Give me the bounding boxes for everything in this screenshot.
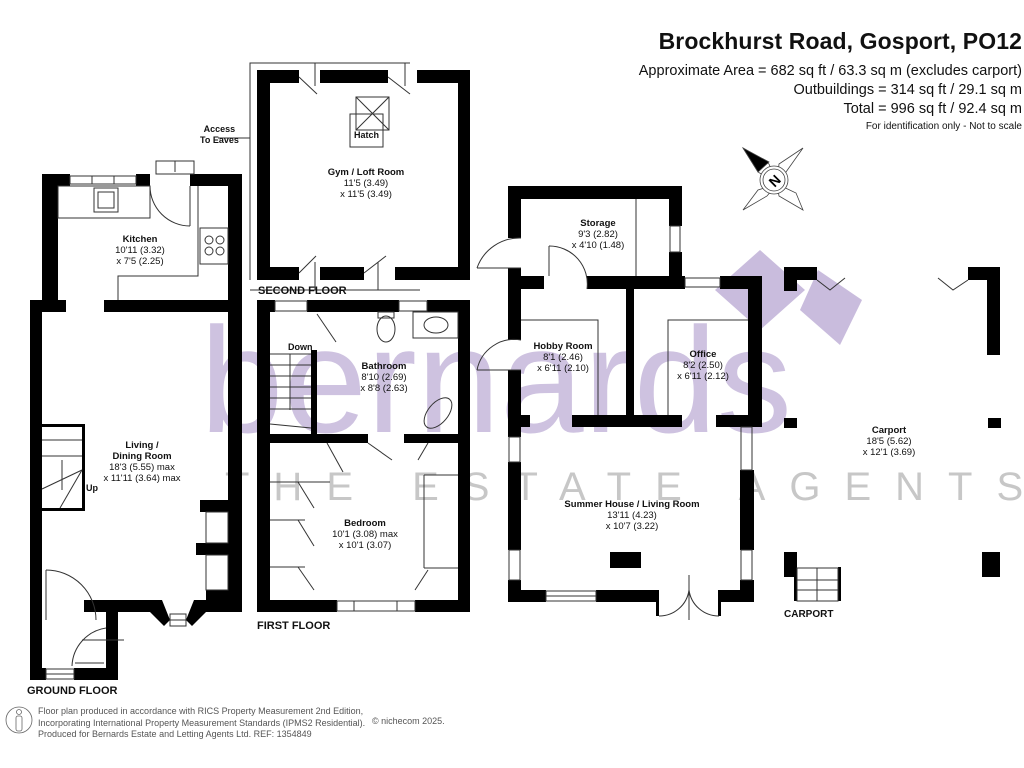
room-hobby: Hobby Room 8'1 (2.46) x 6'11 (2.10) xyxy=(533,341,592,374)
carport-floor-label: CARPORT xyxy=(784,609,834,620)
room-name: Summer House / Living Room xyxy=(564,499,700,510)
room-dimension: 8'1 (2.46) xyxy=(543,352,583,363)
room-name: Kitchen xyxy=(122,234,158,245)
room-name: Bedroom xyxy=(344,518,386,529)
room-living-dining: Living / Dining Room 18'3 (5.55) max x 1… xyxy=(104,440,181,484)
room-dimension: x 7'5 (2.25) xyxy=(116,256,164,267)
room-name: Dining Room xyxy=(112,451,172,462)
room-dimension: x 6'11 (2.10) xyxy=(537,363,589,374)
room-dimension: x 10'7 (3.22) xyxy=(605,521,659,532)
room-office: Office 8'2 (2.50) x 6'11 (2.12) xyxy=(677,349,729,382)
room-name: Office xyxy=(689,349,717,360)
room-name: Living / xyxy=(125,440,159,451)
room-dimension: 8'10 (2.69) xyxy=(361,372,407,383)
person-icon xyxy=(5,706,33,734)
stairs-down-label: Down xyxy=(288,342,313,352)
room-dimension: x 11'5 (3.49) xyxy=(340,189,392,200)
room-name: Carport xyxy=(871,425,907,436)
note-line: To Eaves xyxy=(200,135,239,145)
room-dimension: x 11'11 (3.64) max xyxy=(103,473,181,484)
room-dimension: 18'5 (5.62) xyxy=(866,436,912,447)
room-dimension: 13'11 (4.23) xyxy=(607,510,657,521)
room-carport: Carport 18'5 (5.62) x 12'1 (3.69) xyxy=(863,425,916,458)
room-dimension: 10'11 (3.32) xyxy=(115,245,165,256)
total-area: Total = 996 sq ft / 92.4 sq m xyxy=(843,101,1022,117)
room-dimension: x 10'1 (3.07) xyxy=(338,540,392,551)
room-name: Storage xyxy=(580,218,616,229)
room-storage: Storage 9'3 (2.82) x 4'10 (1.48) xyxy=(572,218,625,251)
room-summer-house: Summer House / Living Room 13'11 (4.23) … xyxy=(564,499,699,532)
hatch-label: Hatch xyxy=(354,130,380,140)
footer-line: Produced for Bernards Estate and Letting… xyxy=(38,729,312,739)
room-kitchen: Kitchen 10'11 (3.32) x 7'5 (2.25) xyxy=(115,234,165,267)
room-name: Gym / Loft Room xyxy=(327,167,405,178)
room-gym-loft: Gym / Loft Room 11'5 (3.49) x 11'5 (3.49… xyxy=(328,167,405,200)
room-name: Hobby Room xyxy=(533,341,593,352)
room-dimension: 10'1 (3.08) max xyxy=(332,529,398,540)
approximate-area: Approximate Area = 682 sq ft / 63.3 sq m… xyxy=(638,63,1022,79)
access-to-eaves-note: Access To Eaves xyxy=(200,124,239,146)
room-dimension: 18'3 (5.55) max xyxy=(109,462,175,473)
compass-icon: N xyxy=(741,146,804,211)
room-bedroom: Bedroom 10'1 (3.08) max x 10'1 (3.07) xyxy=(332,518,398,551)
room-bathroom: Bathroom 8'10 (2.69) x 8'8 (2.63) xyxy=(360,361,407,394)
copyright: © nichecom 2025. xyxy=(372,716,445,726)
footer-disclaimer: Floor plan produced in accordance with R… xyxy=(38,706,365,741)
first-floor-label: FIRST FLOOR xyxy=(257,620,331,632)
scale-disclaimer: For identification only - Not to scale xyxy=(865,121,1022,132)
room-dimension: 9'3 (2.82) xyxy=(578,229,618,240)
svg-text:THE ESTATE AGENTS: THE ESTATE AGENTS xyxy=(225,465,1024,509)
room-dimension: x 4'10 (1.48) xyxy=(571,240,625,251)
room-dimension: x 8'8 (2.63) xyxy=(360,383,408,394)
note-line: Access xyxy=(203,124,236,134)
room-name: Bathroom xyxy=(361,361,407,372)
walls xyxy=(30,70,1001,680)
room-dimension: 11'5 (3.49) xyxy=(343,178,389,189)
room-dimension: 8'2 (2.50) xyxy=(683,360,723,371)
footer-line: Incorporating International Property Mea… xyxy=(38,717,366,728)
second-floor-label: SECOND FLOOR xyxy=(258,285,347,297)
outbuildings-area: Outbuildings = 314 sq ft / 29.1 sq m xyxy=(793,82,1022,98)
room-dimension: x 12'1 (3.69) xyxy=(862,447,916,458)
ground-floor-label: GROUND FLOOR xyxy=(27,685,118,697)
stairs-up-label: Up xyxy=(86,483,98,493)
room-dimension: x 6'11 (2.12) xyxy=(677,371,729,382)
footer-line: Floor plan produced in accordance with R… xyxy=(38,706,364,716)
property-title: Brockhurst Road, Gosport, PO12 xyxy=(658,28,1022,54)
fixtures xyxy=(41,62,969,680)
